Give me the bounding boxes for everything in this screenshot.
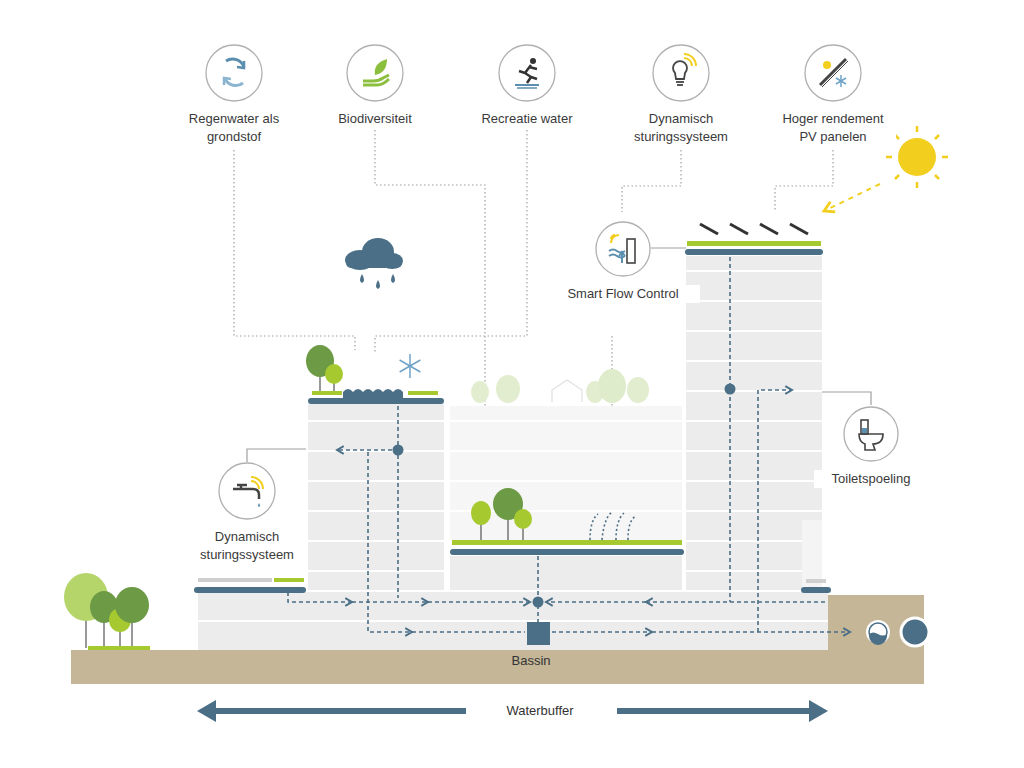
- icon-caption: Toiletspoeling: [814, 470, 928, 488]
- icon-circle: [595, 221, 651, 277]
- sewer-pipes: [867, 618, 929, 646]
- rain-cloud: [345, 238, 403, 289]
- snowflake: [400, 354, 421, 378]
- icon-caption: Regenwater als grondstof: [186, 110, 282, 146]
- icon-caption: Hoger rendement PV panelen: [770, 110, 896, 146]
- icon-circle: [498, 44, 556, 102]
- icon-caption: Dynamisch sturingssysteem: [623, 110, 739, 146]
- icon-circle: [205, 44, 263, 102]
- trees: [64, 345, 649, 648]
- icon-caption: Smart Flow Control: [546, 285, 700, 303]
- icon-node: Toiletspoeling: [816, 406, 926, 488]
- flow-nodes: [393, 384, 736, 646]
- fountain: [590, 512, 636, 540]
- icon-node: Hoger rendement PV panelen: [772, 44, 894, 146]
- icon-caption: Biodiversiteit: [313, 110, 437, 128]
- icon-node: Smart Flow Control: [548, 221, 698, 303]
- icon-caption: Recreatie water: [465, 110, 589, 128]
- icon-node: Regenwater als grondstof: [188, 44, 280, 146]
- icon-node: Dynamisch sturingssysteem: [191, 462, 303, 564]
- water-flow: [288, 257, 850, 632]
- waterbuffer-arrows: [197, 700, 828, 722]
- icon-circle: [652, 44, 710, 102]
- icon-circle: [346, 44, 404, 102]
- icon-node: Recreatie water: [467, 44, 587, 128]
- icon-circle: [843, 406, 899, 462]
- icon-node: Biodiversiteit: [315, 44, 435, 128]
- icon-caption: Dynamisch sturingssysteem: [189, 528, 305, 564]
- text-label: Waterbuffer: [502, 703, 577, 719]
- icon-circle: [804, 44, 862, 102]
- icon-node: Dynamisch sturingssysteem: [625, 44, 737, 146]
- text-label: Bassin: [507, 653, 554, 669]
- icon-circle: [218, 462, 276, 520]
